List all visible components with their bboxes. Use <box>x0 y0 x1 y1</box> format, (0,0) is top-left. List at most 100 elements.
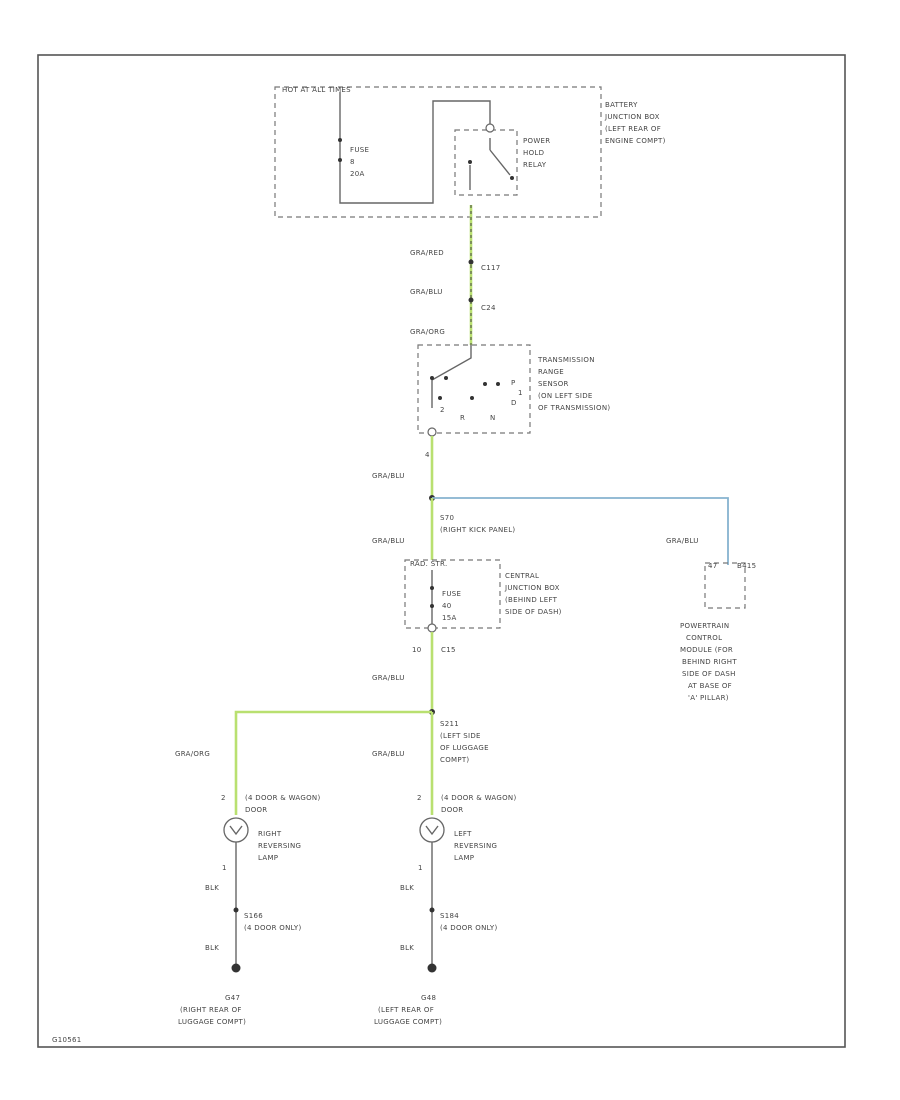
left-lamp-filament <box>425 825 439 836</box>
right-lamp-title-2: REVERSING <box>258 842 301 850</box>
pcm-connector-label: B415 <box>737 562 756 570</box>
left-lamp-condition-2: DOOR <box>441 806 463 814</box>
fuse-8-label: FUSE <box>350 146 369 154</box>
trs-title-4: (ON LEFT SIDE <box>538 392 593 400</box>
relay-title-1: POWER <box>523 137 550 145</box>
right-lamp-bulb-icon <box>223 817 249 843</box>
trs-pos-r: R <box>460 414 465 422</box>
connector-c24-label: C24 <box>481 304 496 312</box>
fuse-40-number: 40 <box>442 602 452 610</box>
left-lamp-pin-top: 2 <box>417 794 422 802</box>
wire-label-gra-blu-3: GRA/BLU <box>372 537 405 545</box>
powertrain-control-module: 47 B415 POWERTRAIN CONTROL MODULE (FOR B… <box>680 562 756 702</box>
ground-g47-label: G47 <box>225 994 240 1002</box>
splice-s211-location-3: COMPT) <box>440 756 469 764</box>
wire-label-pcm: GRA/BLU <box>666 537 699 545</box>
left-lamp-wire-label-2: BLK <box>400 944 414 952</box>
blue-wire-to-pcm <box>432 497 729 565</box>
trs-title-2: RANGE <box>538 368 564 376</box>
trs-title-5: OF TRANSMISSION) <box>538 404 610 412</box>
connector-c117 <box>468 259 474 265</box>
relay-contact <box>468 160 472 164</box>
connector-c15-label: C15 <box>441 646 456 654</box>
ground-g47-location-1: (RIGHT REAR OF <box>180 1006 242 1014</box>
splice-s184 <box>429 907 435 913</box>
left-lamp-bulb-icon <box>419 817 445 843</box>
gra-org-wire-right-lamp <box>234 710 432 815</box>
splice-s211-location-1: (LEFT SIDE <box>440 732 481 740</box>
relay-title-3: RELAY <box>523 161 547 169</box>
ground-g47-icon <box>231 963 241 973</box>
left-lamp-wire-label: BLK <box>400 884 414 892</box>
ground-g47-location-2: LUGGAGE COMPT) <box>178 1018 246 1026</box>
pcm-title-6: AT BASE OF <box>688 682 732 690</box>
ground-g48-location-1: (LEFT REAR OF <box>378 1006 434 1014</box>
battery-jb-title-2: JUNCTION BOX <box>604 113 660 121</box>
splice-s211-location-2: OF LUGGAGE <box>440 744 489 752</box>
battery-jb-title-3: (LEFT REAR OF <box>605 125 661 133</box>
splice-s211-label: S211 <box>440 720 459 728</box>
right-lamp-wire-label: BLK <box>205 884 219 892</box>
fuse-8-number: 8 <box>350 158 355 166</box>
diagram-frame <box>37 54 846 1048</box>
wire-label-gra-blu-1: GRA/BLU <box>410 288 443 296</box>
splice-s166-note: (4 DOOR ONLY) <box>244 924 302 932</box>
trs-title-3: SENSOR <box>538 380 569 388</box>
pcm-title-3: MODULE (FOR <box>680 646 733 654</box>
battery-jb-title-1: BATTERY <box>605 101 638 109</box>
cjb-header: RAD. STR. <box>410 560 447 568</box>
left-reversing-lamp-circuit: 2 (4 DOOR & WAGON) DOOR LEFT REVERSING L… <box>374 794 516 1026</box>
right-reversing-lamp-circuit: 2 (4 DOOR & WAGON) DOOR RIGHT REVERSING … <box>178 794 320 1026</box>
trs-title-1: TRANSMISSION <box>537 356 595 364</box>
connector-c117-label: C117 <box>481 264 500 272</box>
cjb-output-pin-icon <box>427 623 437 633</box>
trs-pos-1: 1 <box>518 389 523 397</box>
wire-label-gra-blu-5: GRA/BLU <box>372 750 405 758</box>
wire-label-gra-org-2: GRA/ORG <box>175 750 210 758</box>
trs-contact-6 <box>470 396 474 400</box>
fuse-40-top-terminal <box>430 586 434 590</box>
wire-label-gra-red: GRA/RED <box>410 249 444 257</box>
pcm-title-5: SIDE OF DASH <box>682 670 736 678</box>
central-junction-box: RAD. STR. FUSE 40 15A CENTRAL JUNCTION B… <box>404 559 561 633</box>
fuse-40-bottom-terminal <box>430 604 434 608</box>
ground-g48-label: G48 <box>421 994 436 1002</box>
splice-s166-label: S166 <box>244 912 263 920</box>
left-lamp-title-1: LEFT <box>454 830 472 838</box>
trs-pin-number: 4 <box>425 451 430 459</box>
relay-contact-2 <box>510 176 514 180</box>
transmission-range-sensor: P D R N 2 1 TRANSMISSION RANGE SENSOR (O… <box>417 344 610 437</box>
battery-jb-title-4: ENGINE COMPT) <box>605 137 666 145</box>
trs-pos-d: D <box>511 399 517 407</box>
relay-switch-icon <box>469 138 511 190</box>
trs-contact-1 <box>430 376 434 380</box>
cjb-title-3: (BEHIND LEFT <box>505 596 558 604</box>
trs-pos-p: P <box>511 379 516 387</box>
cjb-title-2: JUNCTION BOX <box>504 584 560 592</box>
relay-coil-icon <box>485 123 495 133</box>
pcm-outline <box>704 562 746 609</box>
splice-s70-location: (RIGHT KICK PANEL) <box>440 526 515 534</box>
trs-wiper <box>431 345 472 408</box>
fuse-8-rating: 20A <box>350 170 365 178</box>
pcm-title-2: CONTROL <box>686 634 722 642</box>
fuse-40-label: FUSE <box>442 590 461 598</box>
trs-contact-3 <box>483 382 487 386</box>
cjb-pin-number: 10 <box>412 646 422 654</box>
cjb-outline <box>404 559 501 629</box>
right-lamp-pin-bot: 1 <box>222 864 227 872</box>
relay-title-2: HOLD <box>523 149 544 157</box>
trs-contact-5 <box>438 396 442 400</box>
trs-contact-2 <box>444 376 448 380</box>
diagram-id: G10561 <box>52 1036 82 1044</box>
right-lamp-title-3: LAMP <box>258 854 278 862</box>
right-lamp-filament <box>229 825 243 836</box>
right-lamp-pin-top: 2 <box>221 794 226 802</box>
left-lamp-pin-bot: 1 <box>418 864 423 872</box>
hot-at-all-times-label: HOT AT ALL TIMES <box>282 86 351 94</box>
wire-label-gra-org: GRA/ORG <box>410 328 445 336</box>
splice-s70-label: S70 <box>440 514 454 522</box>
trs-outline <box>417 344 531 434</box>
splice-s184-note: (4 DOOR ONLY) <box>440 924 498 932</box>
trs-contact-4 <box>496 382 500 386</box>
